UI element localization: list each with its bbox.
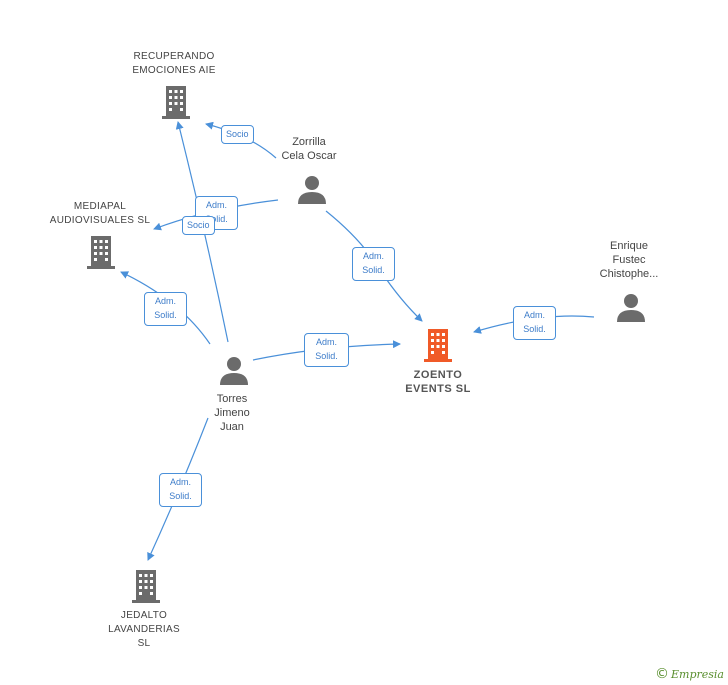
edge-label-enrique-zoento[interactable]: Adm. Solid.: [513, 306, 556, 340]
building-icon[interactable]: [85, 234, 117, 270]
edge-label-text: Adm. Solid.: [362, 251, 385, 275]
node-label-zoento: ZOENTO EVENTS SL: [405, 369, 471, 395]
building-icon[interactable]: [422, 327, 454, 363]
edge-label-torres-mediapal[interactable]: Adm. Solid.: [144, 292, 187, 326]
edge-label-torres-jedalto[interactable]: Adm. Solid.: [159, 473, 202, 507]
edge-label-text: Adm. Solid.: [523, 310, 546, 334]
edge-label-torres-zoento[interactable]: Adm. Solid.: [304, 333, 349, 367]
building-icon[interactable]: [130, 568, 162, 604]
person-icon[interactable]: [297, 175, 327, 205]
node-label-recuperando: RECUPERANDO EMOCIONES AIE: [132, 51, 216, 76]
edge-label-text: Adm. Solid.: [205, 200, 228, 224]
node-label-zorrilla: Zorrilla Cela Oscar: [281, 136, 337, 162]
edge-label-text: Adm. Solid.: [169, 477, 192, 501]
edge-label-zorrilla-recuperando[interactable]: Socio: [221, 125, 254, 144]
node-label-torres: Torres Jimeno Juan: [214, 393, 250, 433]
person-icon[interactable]: [616, 293, 646, 323]
edge-label-text: Adm. Solid.: [315, 337, 338, 361]
edge-label-text: Adm. Solid.: [154, 296, 177, 320]
edge-label-torres-recuperando[interactable]: Socio: [182, 216, 215, 235]
node-label-jedalto: JEDALTO LAVANDERIAS SL: [108, 610, 180, 649]
copyright-icon: ©: [655, 666, 669, 682]
building-icon[interactable]: [160, 84, 192, 120]
node-label-mediapal: MEDIAPAL AUDIOVISUALES SL: [49, 201, 151, 226]
node-label-enrique: Enrique Fustec Chistophe...: [599, 240, 659, 280]
brand-name: Empresia: [671, 668, 724, 681]
person-icon[interactable]: [219, 356, 249, 386]
edge-label-zorrilla-zoento[interactable]: Adm. Solid.: [352, 247, 395, 281]
brand-watermark[interactable]: ©Empresia: [655, 666, 724, 682]
